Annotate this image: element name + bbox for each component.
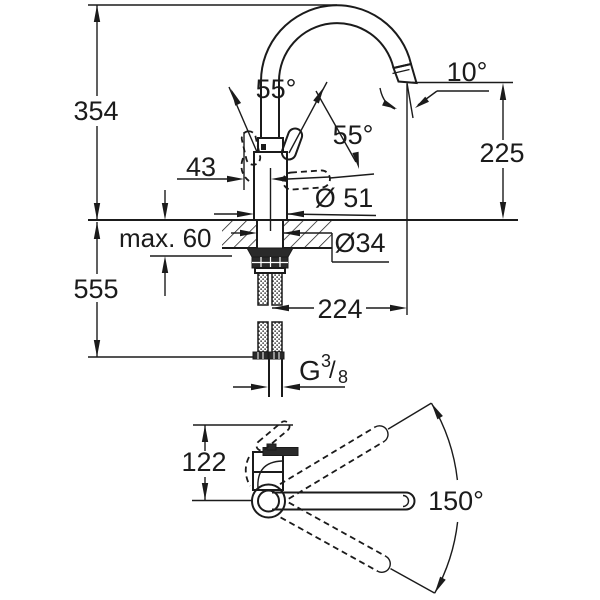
side-view: 354 555 max. 60 43 (73, 4, 525, 397)
label-shank-diameter: Ø34 (334, 228, 385, 258)
plan-spout-dashed-lower (280, 501, 436, 594)
plan-body-dashed-arc (244, 456, 251, 487)
label-handle-offset: 43 (186, 152, 216, 182)
dimension-122: 122 (181, 424, 293, 502)
mounting-washer (246, 247, 294, 258)
dimension-225: 225 (412, 81, 525, 219)
dimension-10deg: 10° (415, 57, 489, 108)
hose-fitting-right (268, 351, 285, 360)
dimension-dia-34: Ø34 (231, 228, 389, 263)
plan-spout-solid (272, 491, 416, 511)
label-swivel-range: 150° (428, 486, 484, 516)
label-lever-angle-front: 55° (256, 74, 297, 104)
dimension-max-60: max. 60 (119, 190, 232, 296)
plan-base-inner (257, 489, 280, 513)
hose-fitting-left (252, 351, 269, 360)
counter-section (88, 219, 518, 249)
dimension-354: 354 (73, 4, 337, 220)
label-counter-thickness: max. 60 (119, 223, 212, 253)
label-plan-handle-depth: 122 (181, 447, 226, 477)
collar-detail (261, 144, 266, 150)
dimension-150deg: 150° (428, 402, 484, 594)
lever-positions (240, 127, 375, 191)
dimension-224: 224 (272, 294, 407, 324)
label-outlet-height: 225 (479, 138, 524, 168)
counter-hatch-left (222, 220, 257, 248)
mounting-hardware (246, 247, 294, 274)
plan-body-dome (257, 460, 283, 490)
label-lever-angle-side: 55° (333, 120, 374, 150)
dimension-dia-51: Ø 51 (214, 183, 377, 218)
lever-dashed-horizontal (282, 169, 331, 191)
plan-lever-bar (262, 447, 299, 456)
dimension-55deg-side: 55° (315, 90, 374, 169)
dimension-43: 43 (177, 132, 330, 190)
dimension-555: 555 (73, 222, 254, 358)
plan-view: 150° 122 (181, 402, 484, 594)
label-spout-reach: 224 (317, 294, 362, 324)
plan-spout-dashed-upper (279, 402, 432, 500)
label-total-height: 354 (73, 96, 118, 126)
label-below-counter: 555 (73, 274, 118, 304)
plan-lever-raised-dashed (255, 420, 291, 452)
lever-travel-arc (240, 157, 250, 182)
tilted-outlet-line (406, 82, 414, 119)
label-body-diameter: Ø 51 (315, 183, 374, 213)
label-outlet-angle: 10° (447, 57, 488, 87)
dimension-thread: G 3 / 8 (233, 351, 348, 391)
dimension-55deg-front: 55° (228, 74, 328, 154)
label-thread: G 3 / 8 (299, 351, 348, 387)
outlet-axis (379, 82, 414, 315)
lever-solid (280, 127, 304, 161)
aerator-tip (392, 62, 418, 85)
spout-arc (260, 4, 418, 85)
lever-extension-line (329, 173, 375, 179)
flex-hoses (252, 272, 285, 397)
